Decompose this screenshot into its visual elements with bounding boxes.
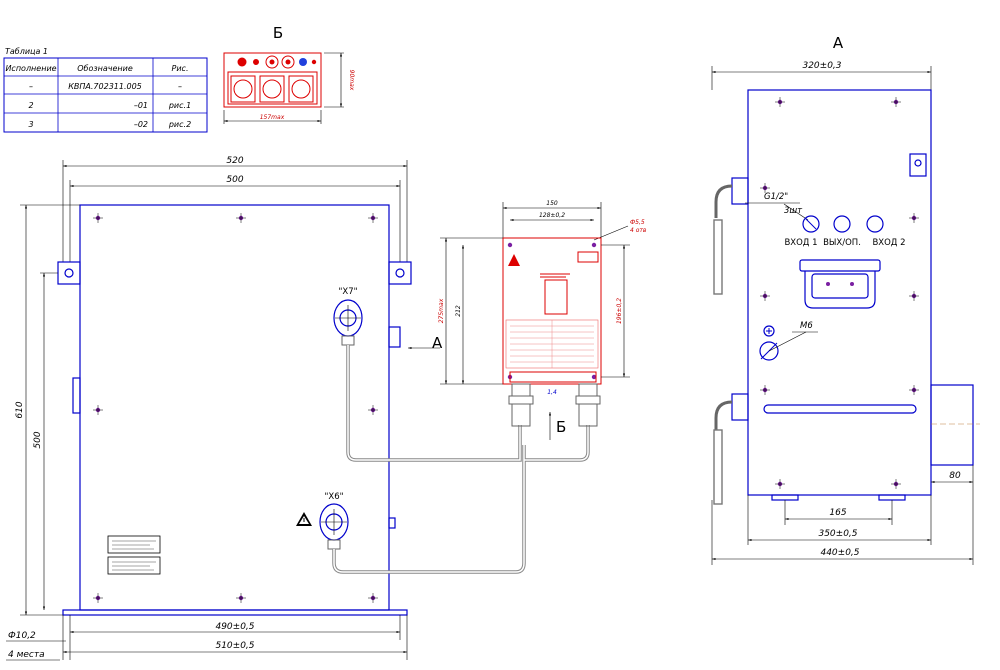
spec-table: Таблица 1 Исполнение Обозначение Рис. – …: [3, 47, 208, 133]
dim-box-212: 212: [455, 305, 462, 317]
dim-box-14: 1,4: [547, 389, 557, 396]
table-cell: 3: [28, 120, 33, 129]
table-cell: рис.2: [168, 120, 191, 129]
label-input-2: ВХОД 2: [872, 238, 905, 248]
dim-500: 500: [226, 175, 243, 185]
dim-a-80: 80: [949, 471, 961, 481]
cable-pipes: [332, 345, 590, 574]
view-b-title: Б: [273, 24, 283, 42]
view-arrow-b: Б: [556, 418, 566, 436]
label-3sht: 3шт: [784, 206, 803, 216]
dim-b-height: 90max: [348, 70, 355, 91]
table-cell: –01: [134, 101, 148, 110]
table-cell: рис.1: [168, 101, 191, 110]
dim-520: 520: [226, 156, 243, 166]
table-title: Таблица 1: [5, 47, 48, 56]
view-a: А 320±0,3 G1/2" 3шт: [711, 34, 980, 565]
dim-box-places: 4 отв: [630, 227, 647, 234]
label-input-1: ВХОД 1: [784, 238, 817, 248]
dim-box-128: 128±0,2: [539, 212, 565, 219]
label-m6: M6: [800, 321, 813, 331]
table-cell: –: [29, 82, 33, 91]
front-view: 520 500 "X7": [6, 156, 443, 661]
table-cell: –02: [134, 120, 148, 129]
dim-box-275: 275max: [438, 298, 445, 323]
dim-a-320: 320±0,3: [802, 61, 841, 71]
view-a-title: А: [833, 34, 844, 52]
dim-box-hole: Ф5,5: [630, 219, 645, 226]
label-x6: "X6": [324, 492, 343, 502]
dim-box-150: 150: [546, 200, 558, 207]
dim-a-350: 350±0,5: [818, 529, 857, 539]
dim-box-196: 196±0,2: [616, 298, 623, 324]
label-x7: "X7": [338, 287, 357, 297]
table-header-variant: Исполнение: [5, 64, 56, 73]
dim-610: 610: [15, 401, 25, 418]
view-b: Б 157max 90max: [223, 24, 355, 124]
dim-a-440: 440±0,5: [820, 548, 859, 558]
dim-a-165: 165: [829, 508, 846, 518]
dim-500-vertical: 500: [33, 431, 43, 448]
dim-510: 510±0,5: [215, 641, 254, 651]
view-arrow-a: А: [432, 334, 443, 352]
dim-490: 490±0,5: [215, 622, 254, 632]
table-cell: КВПА.702311.005: [68, 82, 142, 91]
table-cell: 2: [28, 101, 33, 110]
table-header-figure: Рис.: [172, 64, 189, 73]
dim-places: 4 места: [8, 650, 45, 660]
junction-box: 150 128±0,2 Ф5,5 4 отв 1,4: [438, 200, 647, 440]
table-cell: –: [178, 82, 182, 91]
dim-hole-diameter: Ф10,2: [8, 631, 36, 641]
table-header-designation: Обозначение: [77, 64, 133, 73]
dim-b-width: 157max: [260, 114, 285, 121]
label-g12: G1/2": [764, 192, 788, 202]
label-output: ВЫХ/ОП.: [823, 238, 861, 248]
